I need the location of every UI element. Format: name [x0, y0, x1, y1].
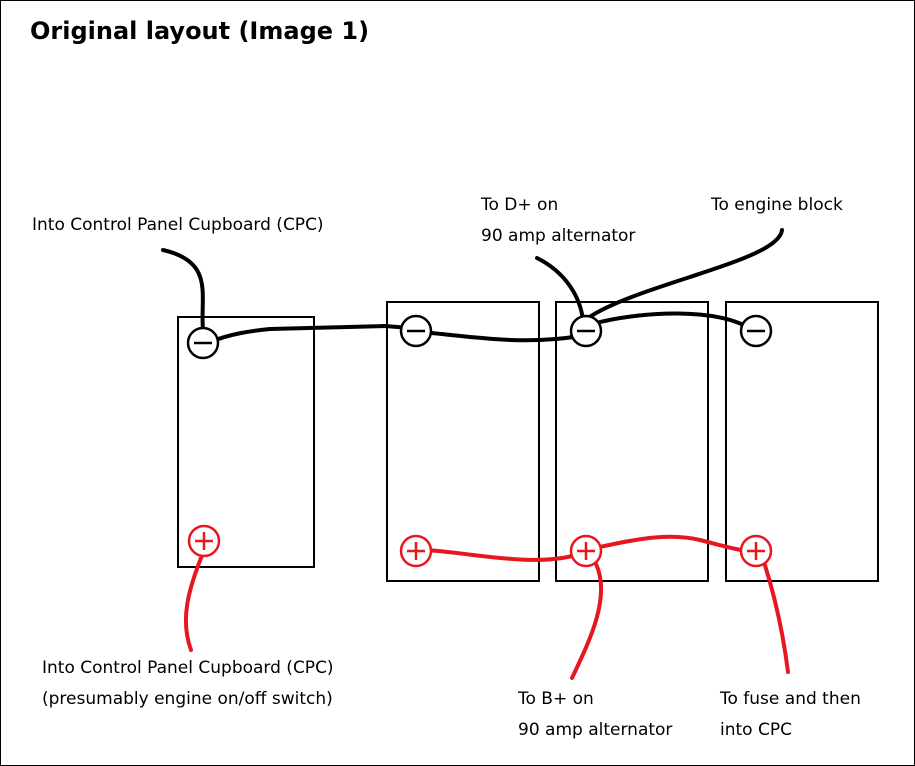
label-cpc-top-text: Into Control Panel Cupboard (CPC)	[32, 215, 324, 235]
battery-2	[386, 301, 540, 582]
label-b-plus: To B+ on 90 amp alternator	[518, 684, 672, 746]
positive-wire-to-cpc	[183, 551, 205, 652]
negative-wire-to-engine-block	[586, 228, 784, 320]
positive-link-2-3	[423, 548, 587, 562]
label-b-plus-line2: 90 amp alternator	[518, 720, 673, 740]
minus-terminal-icon	[186, 326, 220, 360]
label-d-plus-line1: To D+ on	[481, 195, 559, 215]
negative-link-3-4	[590, 311, 754, 332]
positive-link-3-4	[593, 534, 757, 554]
label-d-plus-line2: 90 amp alternator	[481, 226, 636, 246]
label-fuse: To fuse and then into CPC	[720, 684, 861, 746]
negative-wire-to-cpc	[161, 248, 205, 332]
label-d-plus: To D+ on 90 amp alternator	[481, 190, 635, 252]
minus-terminal-icon	[739, 314, 773, 348]
battery-4	[725, 301, 879, 582]
minus-terminal-icon	[569, 314, 603, 348]
label-cpc-top: Into Control Panel Cupboard (CPC)	[32, 210, 324, 241]
label-cpc-bottom: Into Control Panel Cupboard (CPC) (presu…	[42, 653, 334, 715]
plus-terminal-icon	[187, 524, 221, 558]
battery-3	[555, 301, 709, 582]
plus-terminal-icon	[569, 534, 603, 568]
diagram-title: Original layout (Image 1)	[30, 17, 370, 45]
label-cpc-bottom-line1: Into Control Panel Cupboard (CPC)	[42, 658, 334, 678]
label-fuse-line1: To fuse and then	[720, 689, 861, 709]
positive-wire-to-fuse	[762, 560, 790, 674]
plus-terminal-icon	[739, 534, 773, 568]
label-b-plus-line1: To B+ on	[518, 689, 594, 709]
positive-wire-to-b-plus	[570, 560, 604, 680]
label-fuse-line2: into CPC	[720, 720, 792, 740]
negative-link-2-3	[418, 330, 582, 343]
negative-wire-to-d-plus	[535, 256, 585, 322]
plus-terminal-icon	[399, 534, 433, 568]
label-engine-block: To engine block	[711, 190, 843, 221]
minus-terminal-icon	[399, 314, 433, 348]
label-cpc-bottom-line2: (presumably engine on/off switch)	[42, 689, 333, 709]
label-engine-block-text: To engine block	[711, 195, 843, 215]
